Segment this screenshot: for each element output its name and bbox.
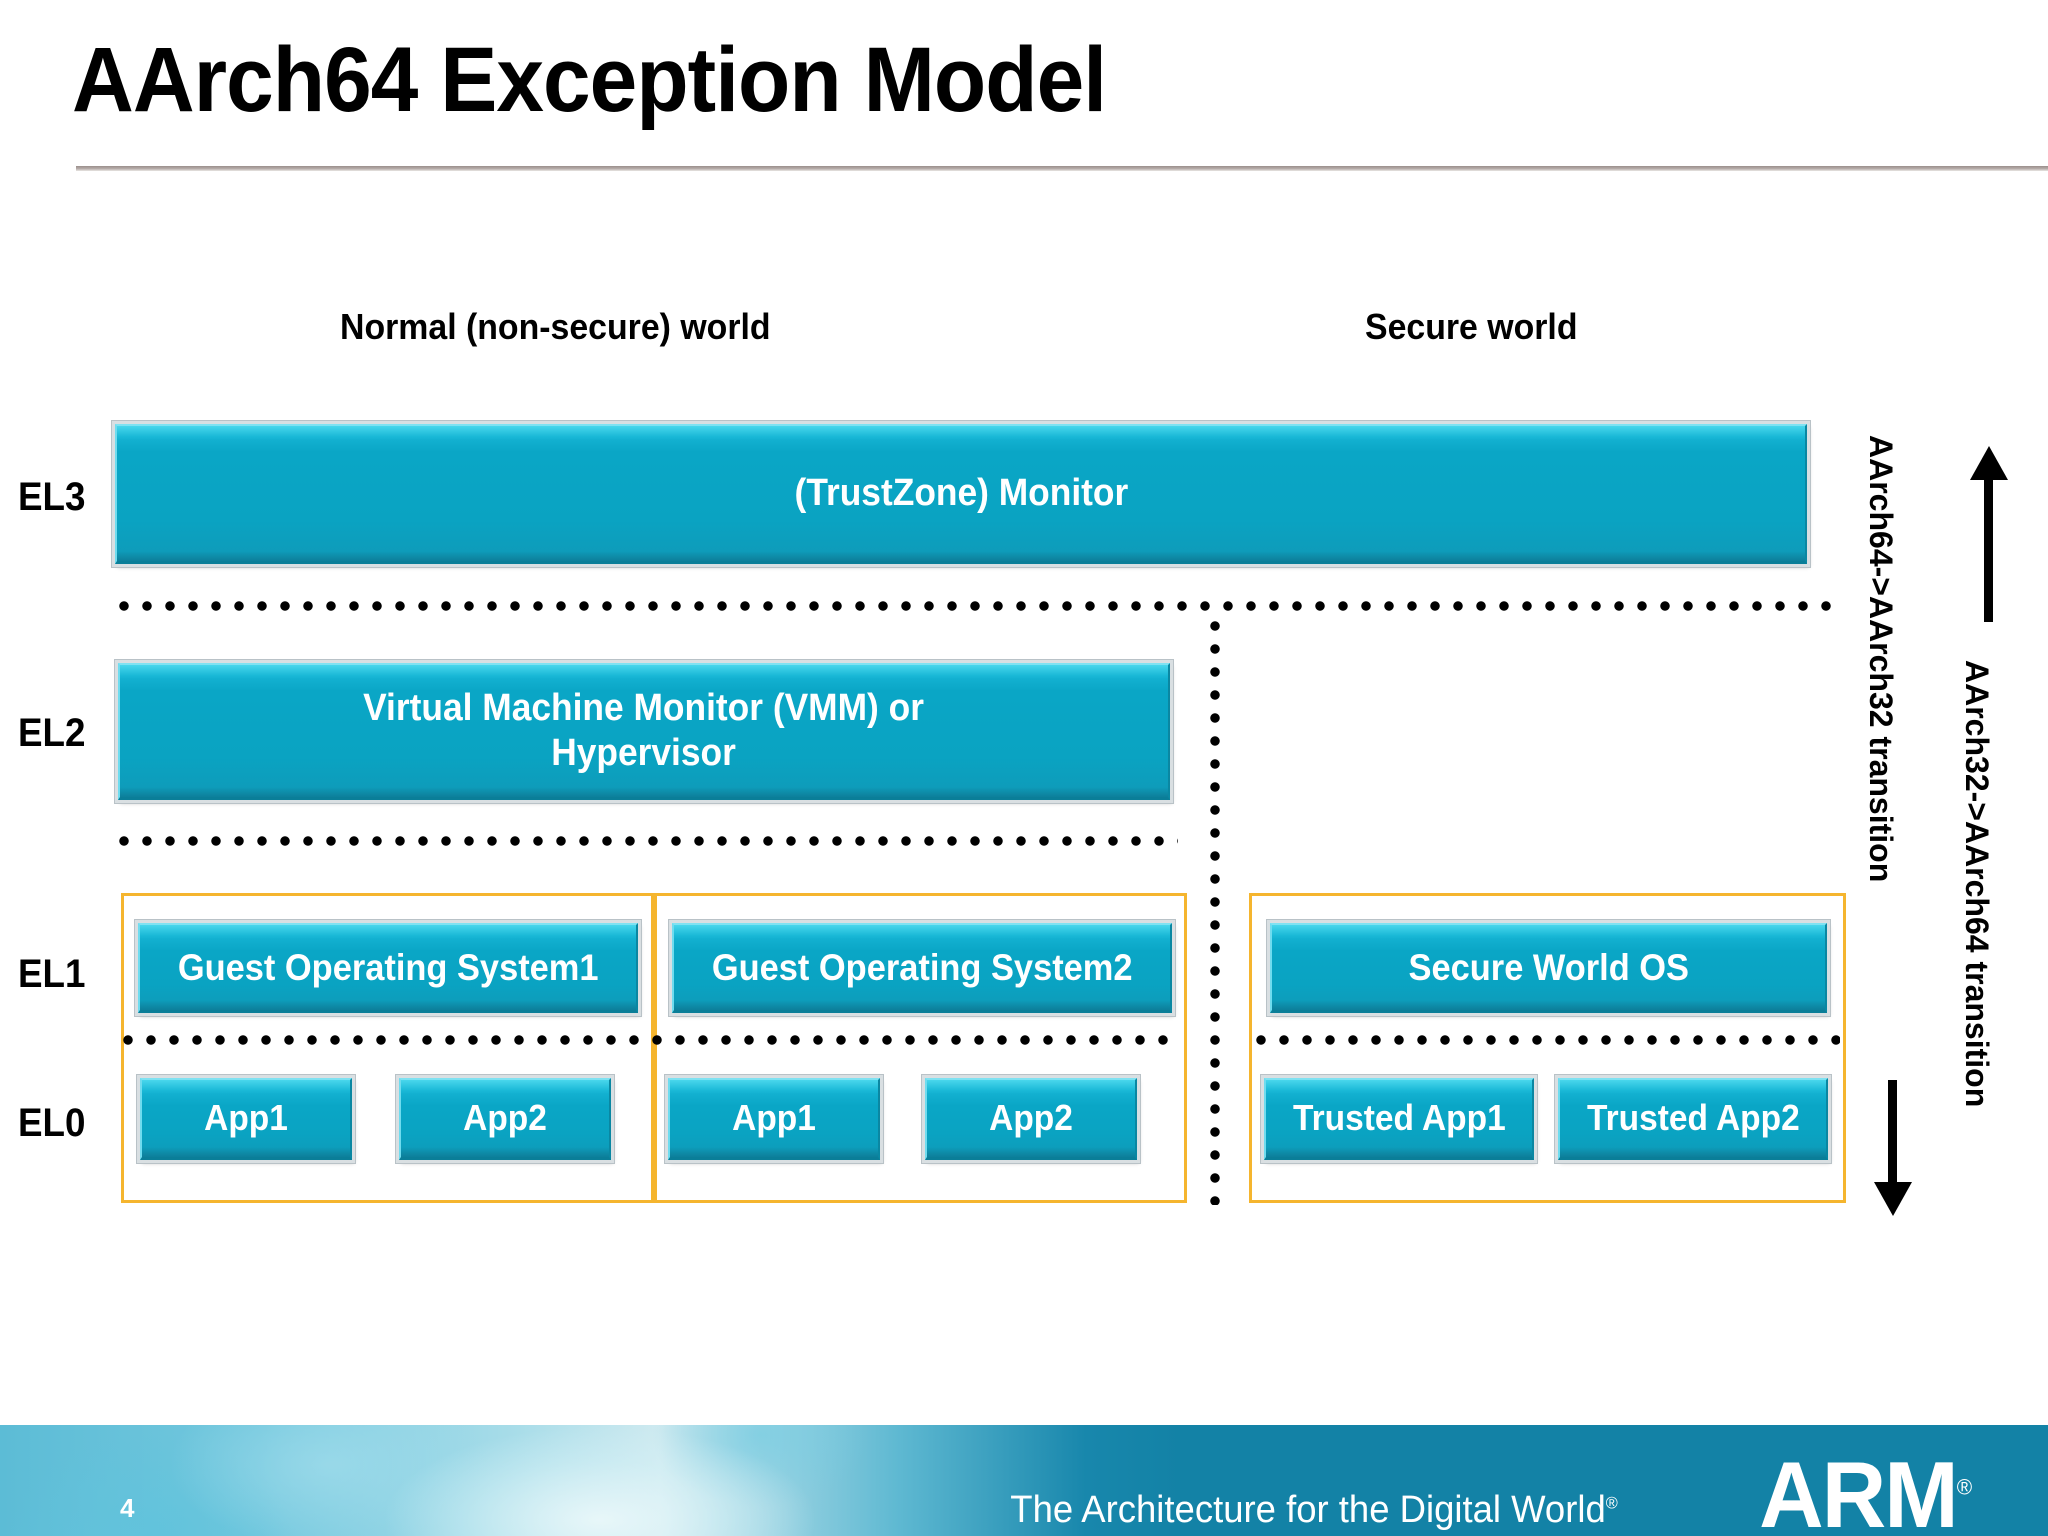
boundary-el3-el2 bbox=[118, 600, 1840, 613]
registered-mark-tagline: ® bbox=[1605, 1493, 1618, 1513]
box-app1-guest1: App1 bbox=[140, 1078, 352, 1160]
registered-mark-logo: ® bbox=[1956, 1474, 1971, 1500]
box-app1-guest2-label: App1 bbox=[732, 1097, 816, 1139]
arrow-up-shaft bbox=[1984, 478, 1993, 622]
exception-level-label-el0: EL0 bbox=[18, 1101, 86, 1145]
secure-world-container bbox=[1249, 893, 1846, 1203]
box-vmm-line-1: Virtual Machine Monitor (VMM) or bbox=[363, 687, 925, 730]
box-guest-operating-system-2: Guest Operating System2 bbox=[672, 923, 1172, 1013]
normal-world-label: Normal (non-secure) world bbox=[340, 306, 771, 347]
arrow-up-icon bbox=[1970, 446, 2008, 480]
transition-label-aarch32-to-aarch64: AArch32->AArch64 transition bbox=[1959, 660, 1995, 1108]
guest-os-1-container bbox=[121, 893, 654, 1203]
arrow-down-shaft bbox=[1888, 1080, 1897, 1190]
boundary-el1-el0-normal bbox=[122, 1034, 1178, 1047]
box-app2-guest2: App2 bbox=[925, 1078, 1137, 1160]
box-vmm-line-2: Hypervisor bbox=[551, 732, 737, 774]
page-title: AArch64 Exception Model bbox=[72, 29, 1107, 131]
footer-banner bbox=[0, 1425, 2048, 1536]
slide-number: 4 bbox=[120, 1493, 135, 1523]
footer-globe-artwork bbox=[0, 1425, 1180, 1536]
arm-logo-text: ARM bbox=[1758, 1442, 1959, 1536]
box-trusted-app1: Trusted App1 bbox=[1264, 1078, 1534, 1160]
footer-tagline: The Architecture for the Digital World® bbox=[1011, 1489, 1618, 1532]
exception-level-label-el2: EL2 bbox=[18, 711, 86, 755]
title-divider bbox=[76, 166, 2048, 171]
box-secure-world-os-label: Secure World OS bbox=[1408, 946, 1689, 988]
box-trusted-app1-label: Trusted App1 bbox=[1292, 1097, 1506, 1139]
box-secure-world-os: Secure World OS bbox=[1270, 923, 1827, 1013]
box-app2-guest1-label: App2 bbox=[463, 1097, 547, 1139]
guest-os-2-container bbox=[654, 893, 1187, 1203]
arm-logo: ARM® bbox=[1758, 1441, 1972, 1536]
boundary-el1-el0-secure bbox=[1255, 1034, 1840, 1047]
exception-level-label-el3: EL3 bbox=[18, 475, 86, 519]
box-app2-guest2-label: App2 bbox=[989, 1097, 1073, 1139]
box-guest-operating-system-1-label: Guest Operating System1 bbox=[177, 946, 599, 988]
exception-level-label-el1: EL1 bbox=[18, 952, 86, 996]
transition-label-aarch64-to-aarch32: AArch64->AArch32 transition bbox=[1863, 435, 1899, 883]
secure-world-label: Secure world bbox=[1365, 306, 1578, 347]
boundary-el2-el1 bbox=[118, 835, 1178, 848]
box-app2-guest1: App2 bbox=[399, 1078, 611, 1160]
box-trusted-app2: Trusted App2 bbox=[1558, 1078, 1828, 1160]
box-app1-guest2: App1 bbox=[668, 1078, 880, 1160]
box-virtual-machine-monitor-label: Virtual Machine Monitor (VMM) or Hypervi… bbox=[364, 686, 925, 776]
arrow-down-icon bbox=[1874, 1182, 1912, 1216]
footer-tagline-text: The Architecture for the Digital World bbox=[1010, 1489, 1606, 1531]
box-guest-operating-system-2-label: Guest Operating System2 bbox=[711, 946, 1133, 988]
box-trusted-app2-label: Trusted App2 bbox=[1586, 1097, 1800, 1139]
box-trustzone-monitor: (TrustZone) Monitor bbox=[115, 424, 1807, 564]
box-virtual-machine-monitor: Virtual Machine Monitor (VMM) or Hypervi… bbox=[118, 663, 1170, 800]
boundary-normal-secure-world bbox=[1209, 620, 1222, 1205]
box-guest-operating-system-1: Guest Operating System1 bbox=[138, 923, 638, 1013]
box-app1-guest1-label: App1 bbox=[204, 1097, 288, 1139]
box-trustzone-monitor-label: (TrustZone) Monitor bbox=[794, 472, 1128, 515]
